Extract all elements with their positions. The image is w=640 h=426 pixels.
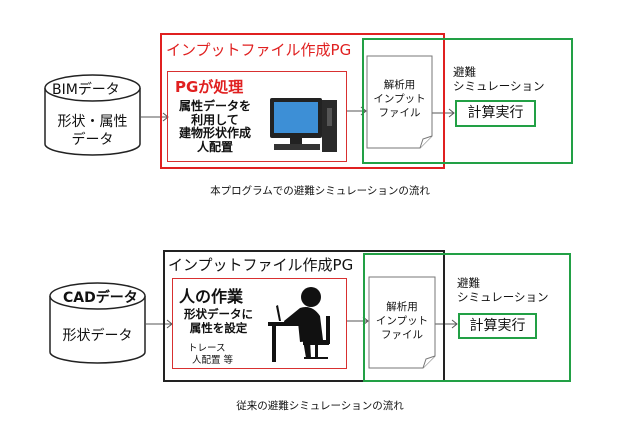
pg-process-box xyxy=(167,71,347,162)
text-line: インプット xyxy=(375,315,429,327)
input-file-pg-box xyxy=(163,250,445,382)
db-title: BIMデータ xyxy=(52,82,120,98)
inner-title: 人の作業 xyxy=(179,287,244,306)
db-body: 形状・属性 データ xyxy=(45,113,140,149)
inner-note: トレース 人配置 等 xyxy=(188,343,233,367)
file-label: 解析用 インプット ファイル xyxy=(367,78,432,120)
caption: 従来の避難シミュレーションの流れ xyxy=(236,400,404,412)
inner-body: 属性データを 利用して 建物形状作成 人配置 xyxy=(170,99,260,154)
text-line: 属性を設定 xyxy=(189,321,248,335)
file-label: 解析用 インプット ファイル xyxy=(369,300,435,342)
text-line: 形状・属性 xyxy=(57,114,128,130)
sim-title: 避難 シミュレーション xyxy=(453,65,545,93)
text-line: 利用して xyxy=(191,112,239,127)
caption: 本プログラムでの避難シミュレーションの流れ xyxy=(210,185,430,197)
text-line: トレース xyxy=(188,343,226,354)
simulation-box xyxy=(363,253,571,382)
inner-body: 形状データに 属性を設定 xyxy=(176,307,261,335)
text-line: シミュレーション xyxy=(457,290,549,304)
file-document-icon xyxy=(366,55,433,149)
sim-title: 避難 シミュレーション xyxy=(457,276,549,304)
arrow-icon xyxy=(435,319,458,329)
text-line: 避難 xyxy=(453,65,476,79)
text-line: 人配置 等 xyxy=(192,355,234,366)
simulation-box xyxy=(362,38,573,164)
exec-box: 計算実行 xyxy=(455,100,536,127)
outer-title: インプットファイル作成PG xyxy=(168,256,354,274)
text-line: 形状データに xyxy=(184,307,253,321)
text-line: ファイル xyxy=(378,107,421,119)
text-line: 解析用 xyxy=(386,301,418,313)
text-line: 属性データを xyxy=(178,99,251,113)
exec-box: 計算実行 xyxy=(458,313,537,339)
outer-title: インプットファイル作成PG xyxy=(166,41,352,59)
inner-title: PGが処理 xyxy=(175,78,244,96)
text-line: 人配置 xyxy=(196,139,233,154)
cad-database-icon xyxy=(49,282,146,364)
db-title: CADデータ xyxy=(63,290,138,306)
text-line: 避難 xyxy=(457,276,480,290)
bim-database-icon xyxy=(44,74,141,156)
arrow-icon xyxy=(140,112,169,122)
input-file-pg-box xyxy=(160,33,445,169)
person-working-icon xyxy=(268,287,330,362)
text-line: シミュレーション xyxy=(453,79,545,93)
manual-work-box xyxy=(172,278,347,369)
text-line: 解析用 xyxy=(383,79,416,91)
text-line: 建物形状作成 xyxy=(178,126,251,140)
text-line: データ xyxy=(71,132,114,148)
text-line: ファイル xyxy=(381,329,423,341)
computer-icon xyxy=(270,98,337,152)
file-document-icon xyxy=(368,276,436,369)
text-line: インプット xyxy=(373,93,426,105)
db-body: 形状データ xyxy=(62,328,133,344)
